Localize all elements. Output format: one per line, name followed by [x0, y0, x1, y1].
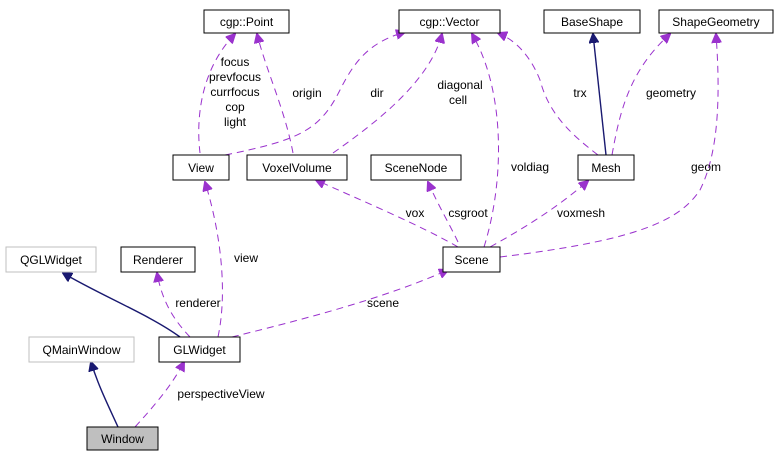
node-qglwidget[interactable]: QGLWidget [5, 246, 97, 273]
edge-label-view-point-4: light [224, 115, 247, 129]
edge-label-scene-mesh: voxmesh [557, 206, 605, 220]
edge-label-glwidget-renderer: renderer [175, 296, 220, 310]
edge-label-scene-scenenode: csgroot [448, 206, 488, 220]
edge-window-to-glwidget [134, 362, 184, 428]
node-cgp-vector[interactable]: cgp::Vector [398, 9, 501, 34]
svg-text:Mesh: Mesh [591, 161, 620, 175]
svg-text:View: View [188, 161, 214, 175]
svg-text:ShapeGeometry: ShapeGeometry [672, 15, 759, 29]
edge-label-voxel-point: origin [292, 86, 321, 100]
svg-text:BaseShape: BaseShape [561, 15, 623, 29]
edge-scene-to-vector [472, 34, 499, 248]
edge-mesh-to-vector [498, 33, 599, 156]
edge-label-scene-geometry: geom [691, 160, 721, 174]
edge-view-to-point [198, 34, 235, 154]
svg-text:GLWidget: GLWidget [173, 343, 226, 357]
node-view[interactable]: View [172, 154, 230, 181]
edge-view-to-vector [224, 32, 405, 156]
edge-voxelvolume-to-point [257, 34, 294, 154]
svg-text:VoxelVolume: VoxelVolume [262, 161, 332, 175]
svg-text:cgp::Vector: cgp::Vector [419, 15, 479, 29]
edge-window-inherits-qmainwindow [91, 362, 119, 428]
svg-text:Window: Window [101, 432, 144, 446]
edge-label-voxel-vector-1: cell [449, 93, 467, 107]
svg-text:QMainWindow: QMainWindow [42, 343, 120, 357]
edge-mesh-inherits-baseshape [593, 34, 607, 156]
edge-glwidget-to-renderer [157, 273, 191, 338]
node-window[interactable]: Window [86, 426, 159, 451]
node-cgp-point[interactable]: cgp::Point [203, 9, 290, 34]
svg-text:QGLWidget: QGLWidget [20, 253, 82, 267]
node-voxelvolume[interactable]: VoxelVolume [246, 154, 348, 181]
edge-label-view-point-1: prevfocus [209, 70, 261, 84]
svg-text:cgp::Point: cgp::Point [220, 15, 274, 29]
edge-label-view-vector: dir [370, 86, 383, 100]
node-renderer[interactable]: Renderer [120, 246, 196, 273]
edge-label-view-point-3: cop [225, 100, 245, 114]
edge-scene-to-mesh [489, 181, 588, 248]
svg-text:Renderer: Renderer [133, 253, 183, 267]
svg-text:Scene: Scene [454, 253, 488, 267]
edge-scene-to-voxelvolume [316, 180, 459, 248]
edge-label-mesh-vector: trx [573, 86, 586, 100]
edge-label-scene-voxel: vox [406, 206, 425, 220]
edge-label-view-point-0: focus [221, 55, 250, 69]
edge-label-glwidget-view: view [234, 251, 258, 265]
node-scenenode[interactable]: SceneNode [370, 154, 462, 181]
node-shapegeometry[interactable]: ShapeGeometry [658, 9, 774, 34]
edge-scene-to-shapegeometry [499, 34, 718, 258]
edge-glwidget-to-view [205, 182, 223, 338]
edge-scene-to-scenenode [428, 182, 459, 243]
node-baseshape[interactable]: BaseShape [543, 9, 641, 34]
edge-glwidget-inherits-qglwidget [63, 273, 181, 338]
edge-label-voxel-vector-0: diagonal [437, 78, 482, 92]
node-mesh[interactable]: Mesh [577, 154, 635, 181]
edge-mesh-to-shapegeometry [611, 34, 670, 156]
svg-text:SceneNode: SceneNode [385, 161, 448, 175]
edge-label-view-point-2: currfocus [210, 85, 259, 99]
edge-label-window-glwidget: perspectiveView [177, 387, 264, 401]
node-glwidget[interactable]: GLWidget [158, 336, 241, 363]
node-scene[interactable]: Scene [442, 246, 501, 273]
edge-label-glwidget-scene: scene [367, 296, 399, 310]
node-qmainwindow[interactable]: QMainWindow [28, 336, 135, 363]
edge-voxelvolume-to-vector [332, 34, 442, 154]
edge-label-scene-vector: voldiag [511, 160, 549, 174]
edge-glwidget-to-scene [231, 270, 448, 338]
edge-label-mesh-geometry: geometry [646, 86, 696, 100]
